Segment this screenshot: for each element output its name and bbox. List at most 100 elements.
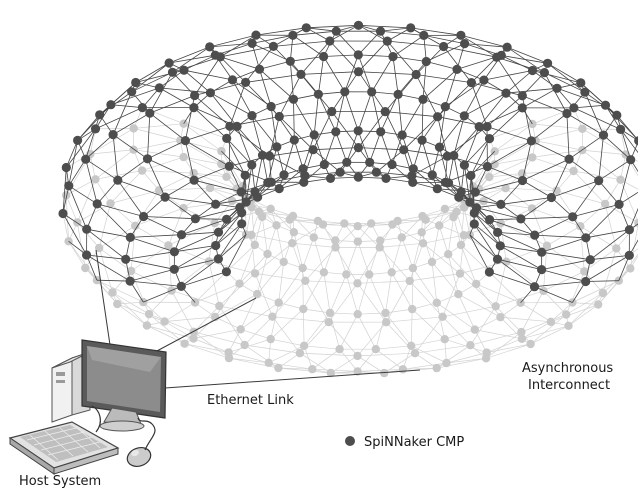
torus-link [214,283,240,318]
torus-link [437,82,472,117]
torus-link [585,280,619,282]
torus-link [183,69,211,94]
torus-link [181,231,219,236]
torus-link [380,27,411,32]
torus-link [271,175,305,183]
torus-link [65,195,78,223]
torus-link [240,302,279,330]
torus-link [66,178,96,196]
torus-link [460,244,477,285]
torus-link [471,56,497,83]
torus-link [459,273,496,307]
spinnaker-chip-node [288,239,297,248]
torus-link [471,82,523,97]
torus-link [110,189,160,204]
torus-link [293,99,315,136]
spinnaker-chip-node [569,103,579,113]
torus-link [300,40,331,75]
mouse-cable [137,417,156,451]
torus-link [551,180,599,198]
torus-link [312,111,333,150]
torus-link [475,191,502,205]
torus-link [522,180,552,198]
torus-link [446,357,487,364]
torus-link [272,280,306,317]
spinnaker-chip-node [616,175,625,184]
torus-link [541,269,586,282]
torus-link [228,166,242,193]
spinnaker-chip-node [526,339,535,349]
torus-link [445,166,488,183]
torus-link [630,255,638,269]
torus-link [391,237,403,273]
spinnaker-chip-node [232,121,242,131]
spinnaker-chip-node [274,363,283,373]
spinnaker-chip-node [440,335,449,344]
spinnaker-chip-node [502,42,512,52]
torus-link [544,72,586,93]
torus-link [500,316,551,323]
torus-link [183,156,222,165]
torus-link [401,237,414,269]
ethernet-link-label: Ethernet Link [207,393,294,408]
torus-link [254,216,263,245]
spinnaker-chip-node [125,232,135,242]
torus-link [541,259,591,270]
spinnaker-chip-node [442,358,451,368]
spinnaker-chip-node [301,276,310,285]
torus-link [112,292,148,326]
spinnaker-chip-node [131,221,140,230]
spinnaker-chip-node [279,257,288,267]
torus-link [336,30,359,56]
torus-link [193,328,241,339]
torus-link [130,280,182,287]
torus-link [620,129,638,154]
torus-link [410,27,461,36]
spinnaker-chip-node [353,20,364,30]
spinnaker-chip-node [279,170,289,180]
torus-link [573,170,606,205]
spinnaker-chip-node [108,130,118,140]
spinnaker-chip-node [189,103,199,113]
spinnaker-chip-node [326,368,335,378]
torus-link [185,140,195,181]
spinnaker-chip-node [121,254,131,264]
torus-link [392,224,424,244]
spinnaker-chip-node [469,219,479,229]
torus-link [130,234,182,238]
torus-link [442,305,496,318]
torus-link [391,134,403,165]
torus-link [629,207,638,230]
torus-link [168,46,210,64]
spinnaker-chip-node [387,159,397,170]
spinnaker-chip-node [263,249,272,259]
torus-link [500,245,542,253]
torus-link [112,91,133,135]
torus-link [86,254,131,282]
spinnaker-chip-node [578,124,587,133]
torus-link [357,54,373,93]
spinnaker-chip-node [179,65,189,75]
torus-link [357,314,377,350]
torus-link [278,267,303,303]
torus-link [171,290,220,307]
torus-link [262,155,269,183]
torus-link [474,212,498,233]
torus-link [252,34,293,44]
torus-link [183,200,233,209]
torus-link [486,338,523,353]
spinnaker-chip-node [266,204,275,213]
torus-link [413,168,438,190]
torus-link [267,146,278,183]
torus-link [259,68,294,100]
torus-link [289,61,319,95]
torus-link [259,60,291,70]
torus-link [437,188,476,193]
spinnaker-chip-node [296,69,306,79]
torus-link [245,207,252,235]
torus-link [369,131,382,163]
spinnaker-chip-node [376,127,386,137]
torus-link [125,258,175,270]
ethernet-link-lines [95,249,421,389]
torus-link [392,56,399,95]
